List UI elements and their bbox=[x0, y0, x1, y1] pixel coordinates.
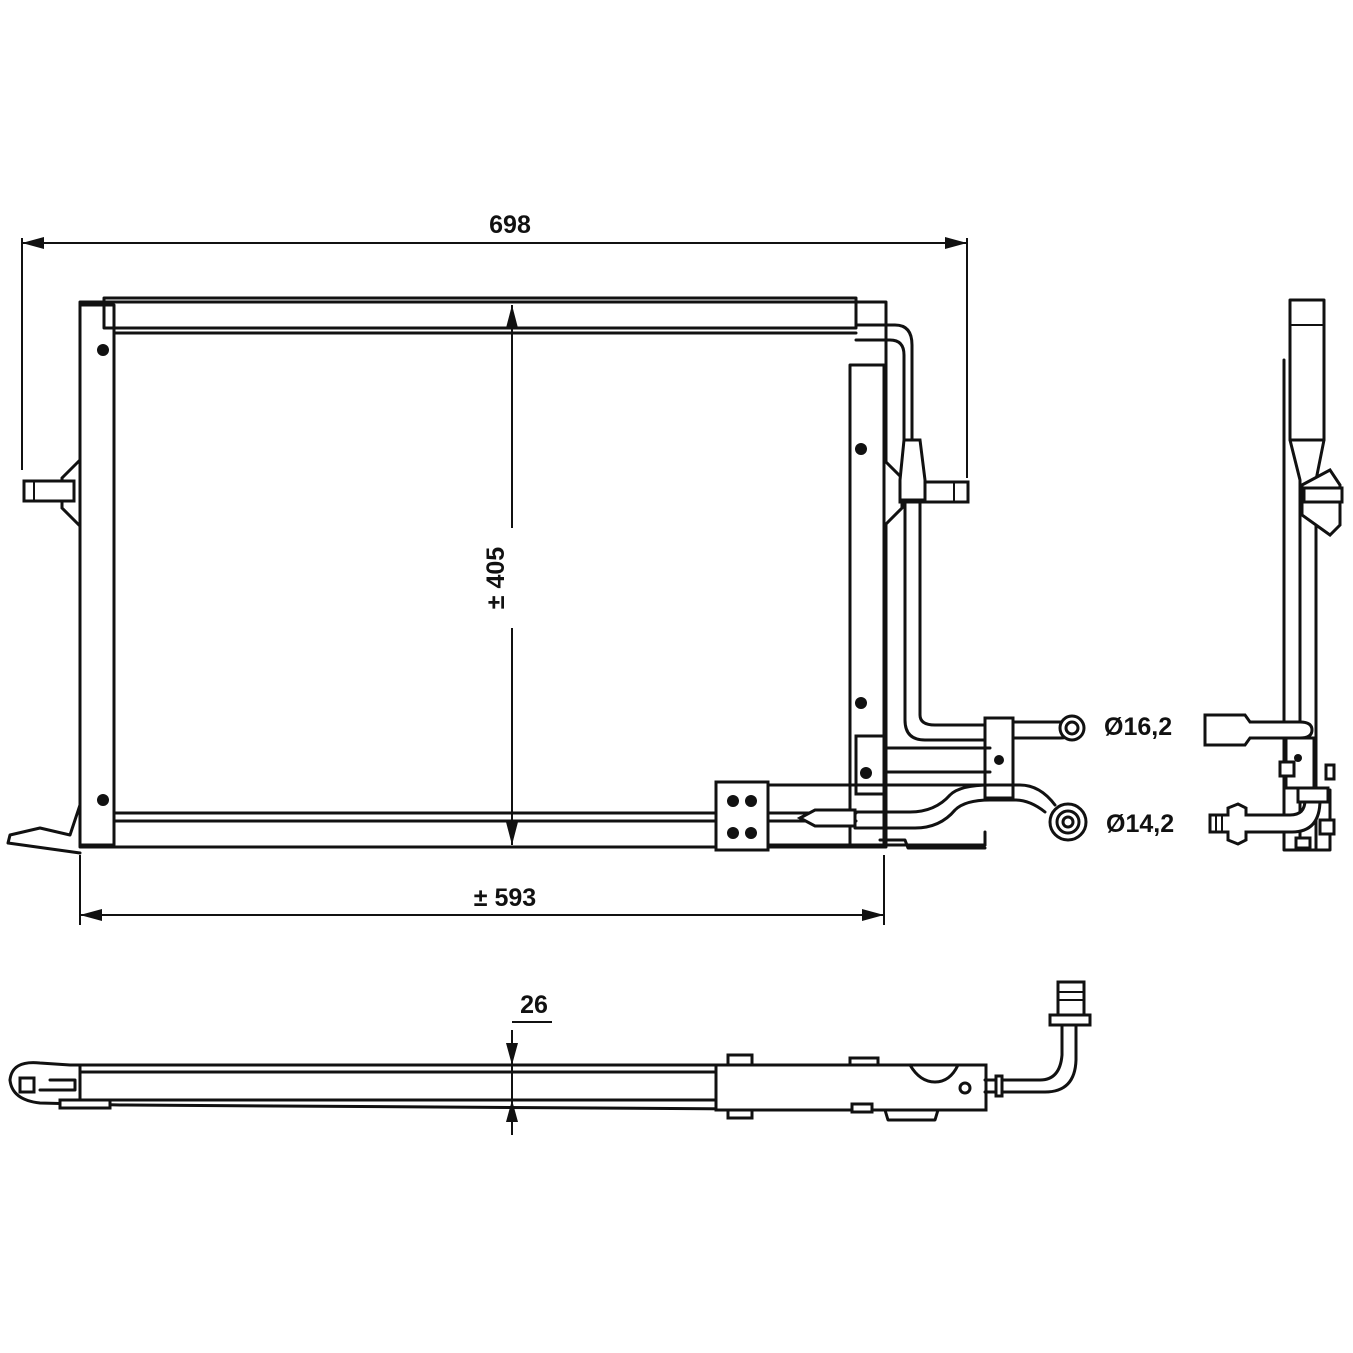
top-view-pipe bbox=[983, 1016, 1064, 1082]
mounting-hole bbox=[97, 344, 109, 356]
top-view-core bbox=[8, 1061, 987, 1082]
left-side-tank bbox=[78, 303, 116, 847]
core-height-label: ± 405 bbox=[482, 547, 510, 609]
right-mounting-pin bbox=[882, 456, 904, 530]
mounting-hole bbox=[855, 443, 867, 455]
top-view-fitting bbox=[1056, 980, 1086, 1017]
inlet-pipe bbox=[854, 323, 914, 442]
left-bottom-bracket bbox=[6, 803, 82, 855]
top-view bbox=[8, 980, 1092, 1122]
front-dimensions: 698 ± 405 ± 593 Ø16,2 Ø14,2 bbox=[21, 211, 1174, 925]
mounting-hole bbox=[97, 794, 109, 806]
depth-label: 26 bbox=[520, 991, 548, 1019]
inlet-diameter-label: Ø16,2 bbox=[1104, 713, 1172, 741]
top-header-bar bbox=[102, 296, 858, 330]
inlet-pipe-fitting bbox=[898, 438, 927, 502]
mounting-hole bbox=[855, 697, 867, 709]
core-width-label: ± 593 bbox=[474, 884, 536, 912]
depth-dimension: 26 bbox=[506, 991, 552, 1135]
sensor-probe bbox=[796, 808, 857, 828]
outlet-diameter-label: Ø14,2 bbox=[1106, 810, 1174, 838]
front-view bbox=[6, 296, 1088, 855]
outlet-pipe bbox=[853, 783, 1057, 814]
side-view-upper-tank bbox=[1288, 298, 1326, 442]
outlet-flange-block bbox=[714, 780, 770, 852]
overall-width-label: 698 bbox=[489, 211, 531, 239]
side-view bbox=[1203, 298, 1344, 852]
